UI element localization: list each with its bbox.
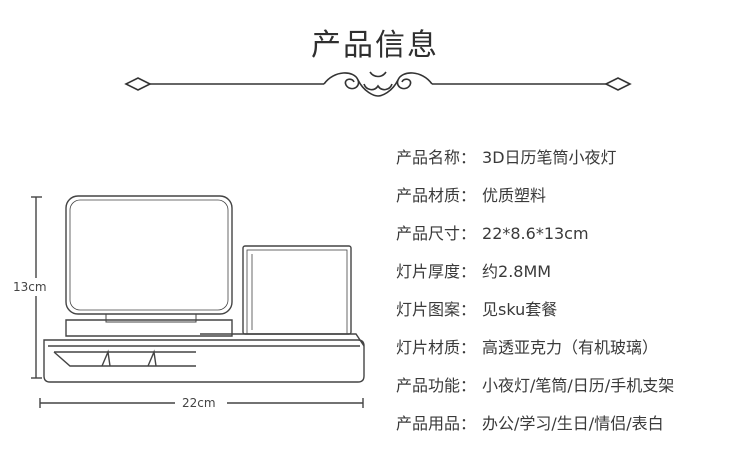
spec-row: 产品尺寸： 22*8.6*13cm (396, 224, 674, 262)
spec-list: 产品名称： 3D日历笔筒小夜灯 产品材质： 优质塑料 产品尺寸： 22*8.6*13c… (396, 148, 674, 452)
spec-row: 灯片厚度： 约2.8MM (396, 262, 674, 300)
spec-label: 产品材质： (396, 186, 477, 205)
spec-value: 见sku套餐 (482, 300, 558, 319)
spec-value: 22*8.6*13cm (482, 224, 589, 243)
spec-row: 产品用品： 办公/学习/生日/情侣/表白 (396, 414, 674, 452)
spec-label: 灯片材质： (396, 338, 477, 357)
spec-label: 产品功能： (396, 376, 477, 395)
spec-label: 产品尺寸： (396, 224, 477, 243)
spec-value: 优质塑料 (482, 186, 547, 205)
spec-row: 灯片图案： 见sku套餐 (396, 300, 674, 338)
spec-row: 产品名称： 3D日历笔筒小夜灯 (396, 148, 674, 186)
spec-label: 产品用品： (396, 414, 477, 433)
spec-value: 小夜灯/笔筒/日历/手机支架 (482, 376, 675, 395)
spec-value: 高透亚克力（有机玻璃） (482, 338, 659, 357)
spec-row: 灯片材质： 高透亚克力（有机玻璃） (396, 338, 674, 376)
spec-label: 产品名称： (396, 148, 477, 167)
title-ornament (124, 71, 632, 97)
spec-value: 3D日历笔筒小夜灯 (482, 148, 617, 167)
width-dimension-label: 22cm (182, 396, 216, 410)
page-title: 产品信息 (311, 28, 439, 63)
spec-value: 约2.8MM (482, 262, 552, 281)
spec-label: 灯片图案： (396, 300, 477, 319)
spec-value: 办公/学习/生日/情侣/表白 (482, 414, 664, 433)
spec-row: 产品材质： 优质塑料 (396, 186, 674, 224)
height-dimension-label: 13cm (13, 280, 47, 294)
spec-row: 产品功能： 小夜灯/笔筒/日历/手机支架 (396, 376, 674, 414)
spec-label: 灯片厚度： (396, 262, 477, 281)
product-drawing (31, 195, 365, 408)
